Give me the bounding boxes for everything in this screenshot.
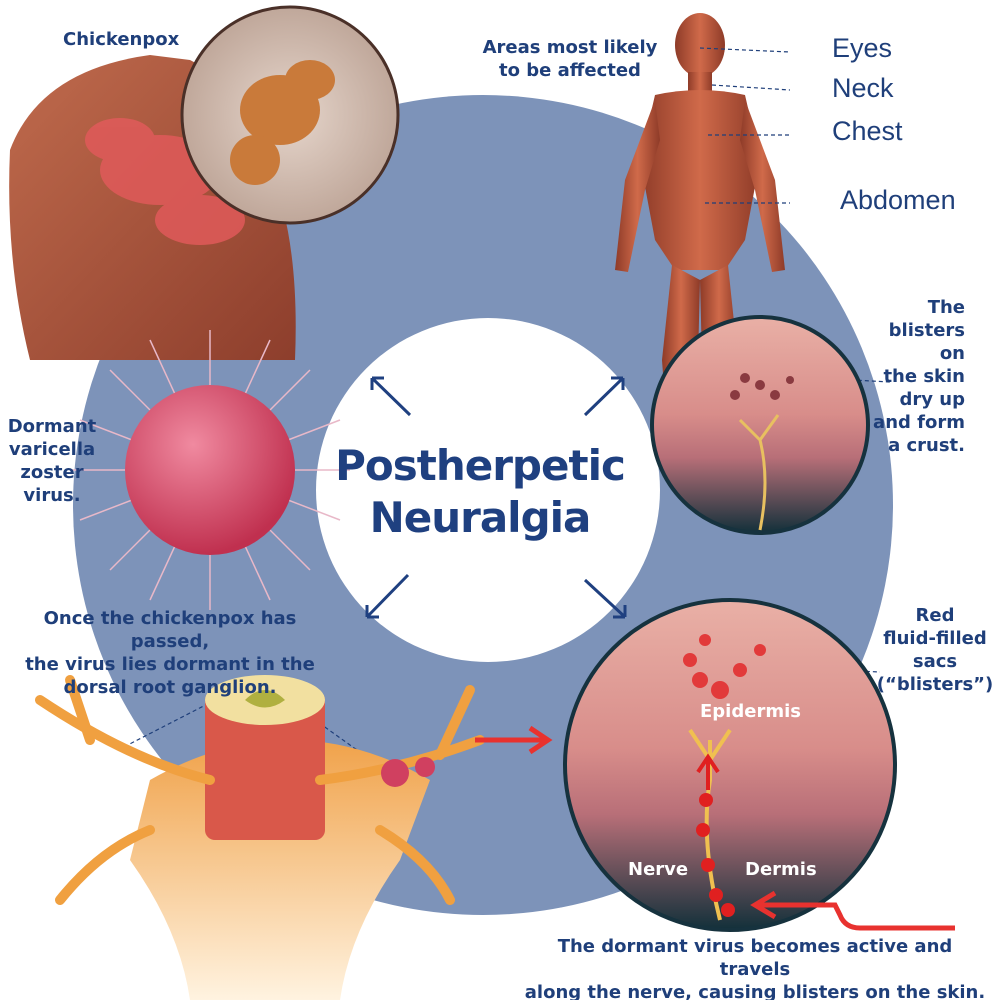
text-line: The xyxy=(927,297,965,318)
text-line: varicella xyxy=(8,439,96,460)
text-line: virus. xyxy=(23,485,81,506)
page-title: Postherpetic Neuralgia xyxy=(330,440,630,544)
label-dorsal-root: Once the chickenpox has passed, the viru… xyxy=(10,607,330,699)
text-line: dry up xyxy=(899,389,965,410)
spinal-cord-illustration xyxy=(35,675,553,1000)
title-line: Neuralgia xyxy=(369,493,592,542)
text-line: (“blisters”) xyxy=(876,674,994,695)
label-epidermis: Epidermis xyxy=(700,701,801,722)
text-line: Dormant xyxy=(7,416,97,437)
label-blisters: Red fluid-filled sacs (“blisters”) xyxy=(875,604,995,696)
text-line: blisters on xyxy=(888,320,965,364)
label-dormant-virus: Dormant varicella zoster virus. xyxy=(2,415,102,507)
red-arrow-icon xyxy=(750,890,955,931)
text-line: the skin xyxy=(883,366,965,387)
center-circle xyxy=(316,318,660,662)
text-line: zoster xyxy=(20,462,84,483)
skin-blister-circle xyxy=(563,598,897,932)
virus-illustration xyxy=(70,330,350,610)
text-line: a crust. xyxy=(888,435,965,456)
title-line: Postherpetic xyxy=(335,441,626,490)
label-dermis: Dermis xyxy=(745,859,817,880)
text-line: and form xyxy=(873,412,965,433)
text-line: Red xyxy=(915,605,955,626)
label-abdomen: Abdomen xyxy=(840,185,956,215)
label-nerve: Nerve xyxy=(628,859,689,880)
text-line: sacs xyxy=(912,651,958,672)
text-line: the virus lies dormant in the xyxy=(25,654,315,675)
text-line: Areas most likely xyxy=(482,37,658,58)
text-line: The dormant virus becomes active and tra… xyxy=(557,936,953,980)
label-chickenpox: Chickenpox xyxy=(63,29,180,50)
text-line: fluid-filled xyxy=(883,628,987,649)
red-arrow-icon xyxy=(475,725,553,755)
rash-zoom-circle xyxy=(180,5,400,225)
label-chest: Chest xyxy=(832,116,903,146)
label-bottom-caption: The dormant virus becomes active and tra… xyxy=(520,935,990,1000)
text-line: along the nerve, causing blisters on the… xyxy=(524,982,986,1000)
skin-crust-circle xyxy=(650,315,870,535)
text-line: to be affected xyxy=(499,60,641,81)
center-arrows xyxy=(365,376,627,619)
label-crust: The blisters on the skin dry up and form… xyxy=(860,296,965,457)
label-eyes: Eyes xyxy=(832,33,893,63)
text-line: dorsal root ganglion. xyxy=(63,677,277,698)
label-neck: Neck xyxy=(832,73,894,103)
text-line: Once the chickenpox has passed, xyxy=(43,608,297,652)
label-areas-affected: Areas most likely to be affected xyxy=(470,36,670,82)
